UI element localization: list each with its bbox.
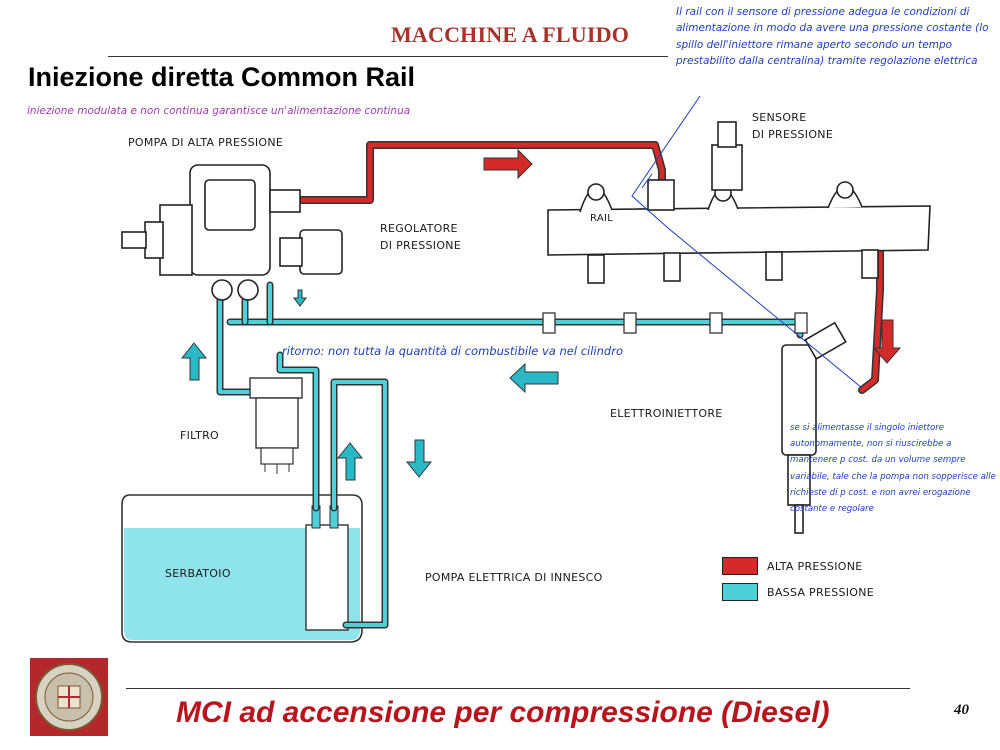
header-divider: [108, 56, 668, 57]
legend: ALTA PRESSIONE BASSA PRESSIONE: [722, 557, 874, 601]
label-high-pressure-pump: POMPA DI ALTA PRESSIONE: [128, 136, 284, 149]
label-pressure-sensor-line2: DI PRESSIONE: [752, 128, 834, 141]
footer-title: MCI ad accensione per compressione (Dies…: [176, 696, 830, 729]
return-line-clamps: [542, 312, 808, 334]
common-rail: [547, 121, 931, 284]
footer-divider: [126, 688, 910, 689]
annotation-rail: Il rail con il sensore di pressione adeg…: [676, 6, 989, 67]
annotation-return: ritorno: non tutta la quantità di combus…: [282, 344, 623, 358]
label-injector: ELETTROINIETTORE: [610, 407, 723, 420]
flow-arrows: [180, 148, 902, 481]
high-pressure-pump: [121, 164, 343, 301]
legend-label-low: BASSA PRESSIONE: [767, 585, 875, 599]
legend-label-high: ALTA PRESSIONE: [767, 559, 863, 573]
fuel-filter: [249, 377, 303, 474]
header-title: MACCHINE A FLUIDO: [390, 22, 630, 47]
label-filter: FILTRO: [180, 429, 220, 442]
label-regulator-line2: DI PRESSIONE: [380, 239, 462, 252]
electric-pump: [305, 505, 349, 631]
fuel-tank: [121, 494, 363, 643]
label-regulator-line1: REGOLATORE: [380, 222, 458, 235]
slide-title: Iniezione diretta Common Rail: [28, 62, 416, 92]
high-pressure-lines: [264, 141, 884, 394]
legend-item-low: BASSA PRESSIONE: [722, 583, 874, 601]
label-rail: RAIL: [590, 213, 614, 224]
page-number: 40: [954, 702, 969, 718]
legend-item-high: ALTA PRESSIONE: [722, 557, 874, 575]
university-seal-icon: [30, 658, 108, 736]
label-electric-pump: POMPA ELETTRICA DI INNESCO: [425, 571, 603, 584]
legend-swatch-low: [722, 583, 758, 601]
label-tank: SERBATOIO: [165, 567, 231, 580]
electro-injector: [781, 321, 847, 534]
label-pressure-sensor-line1: SENSORE: [752, 111, 807, 124]
legend-swatch-high: [722, 557, 758, 575]
annotation-pointers: [631, 95, 863, 389]
annotation-injector: se si alimentasse il singolo iniettore a…: [790, 423, 996, 515]
annotation-top: iniezione modulata e non continua garant…: [27, 105, 411, 117]
